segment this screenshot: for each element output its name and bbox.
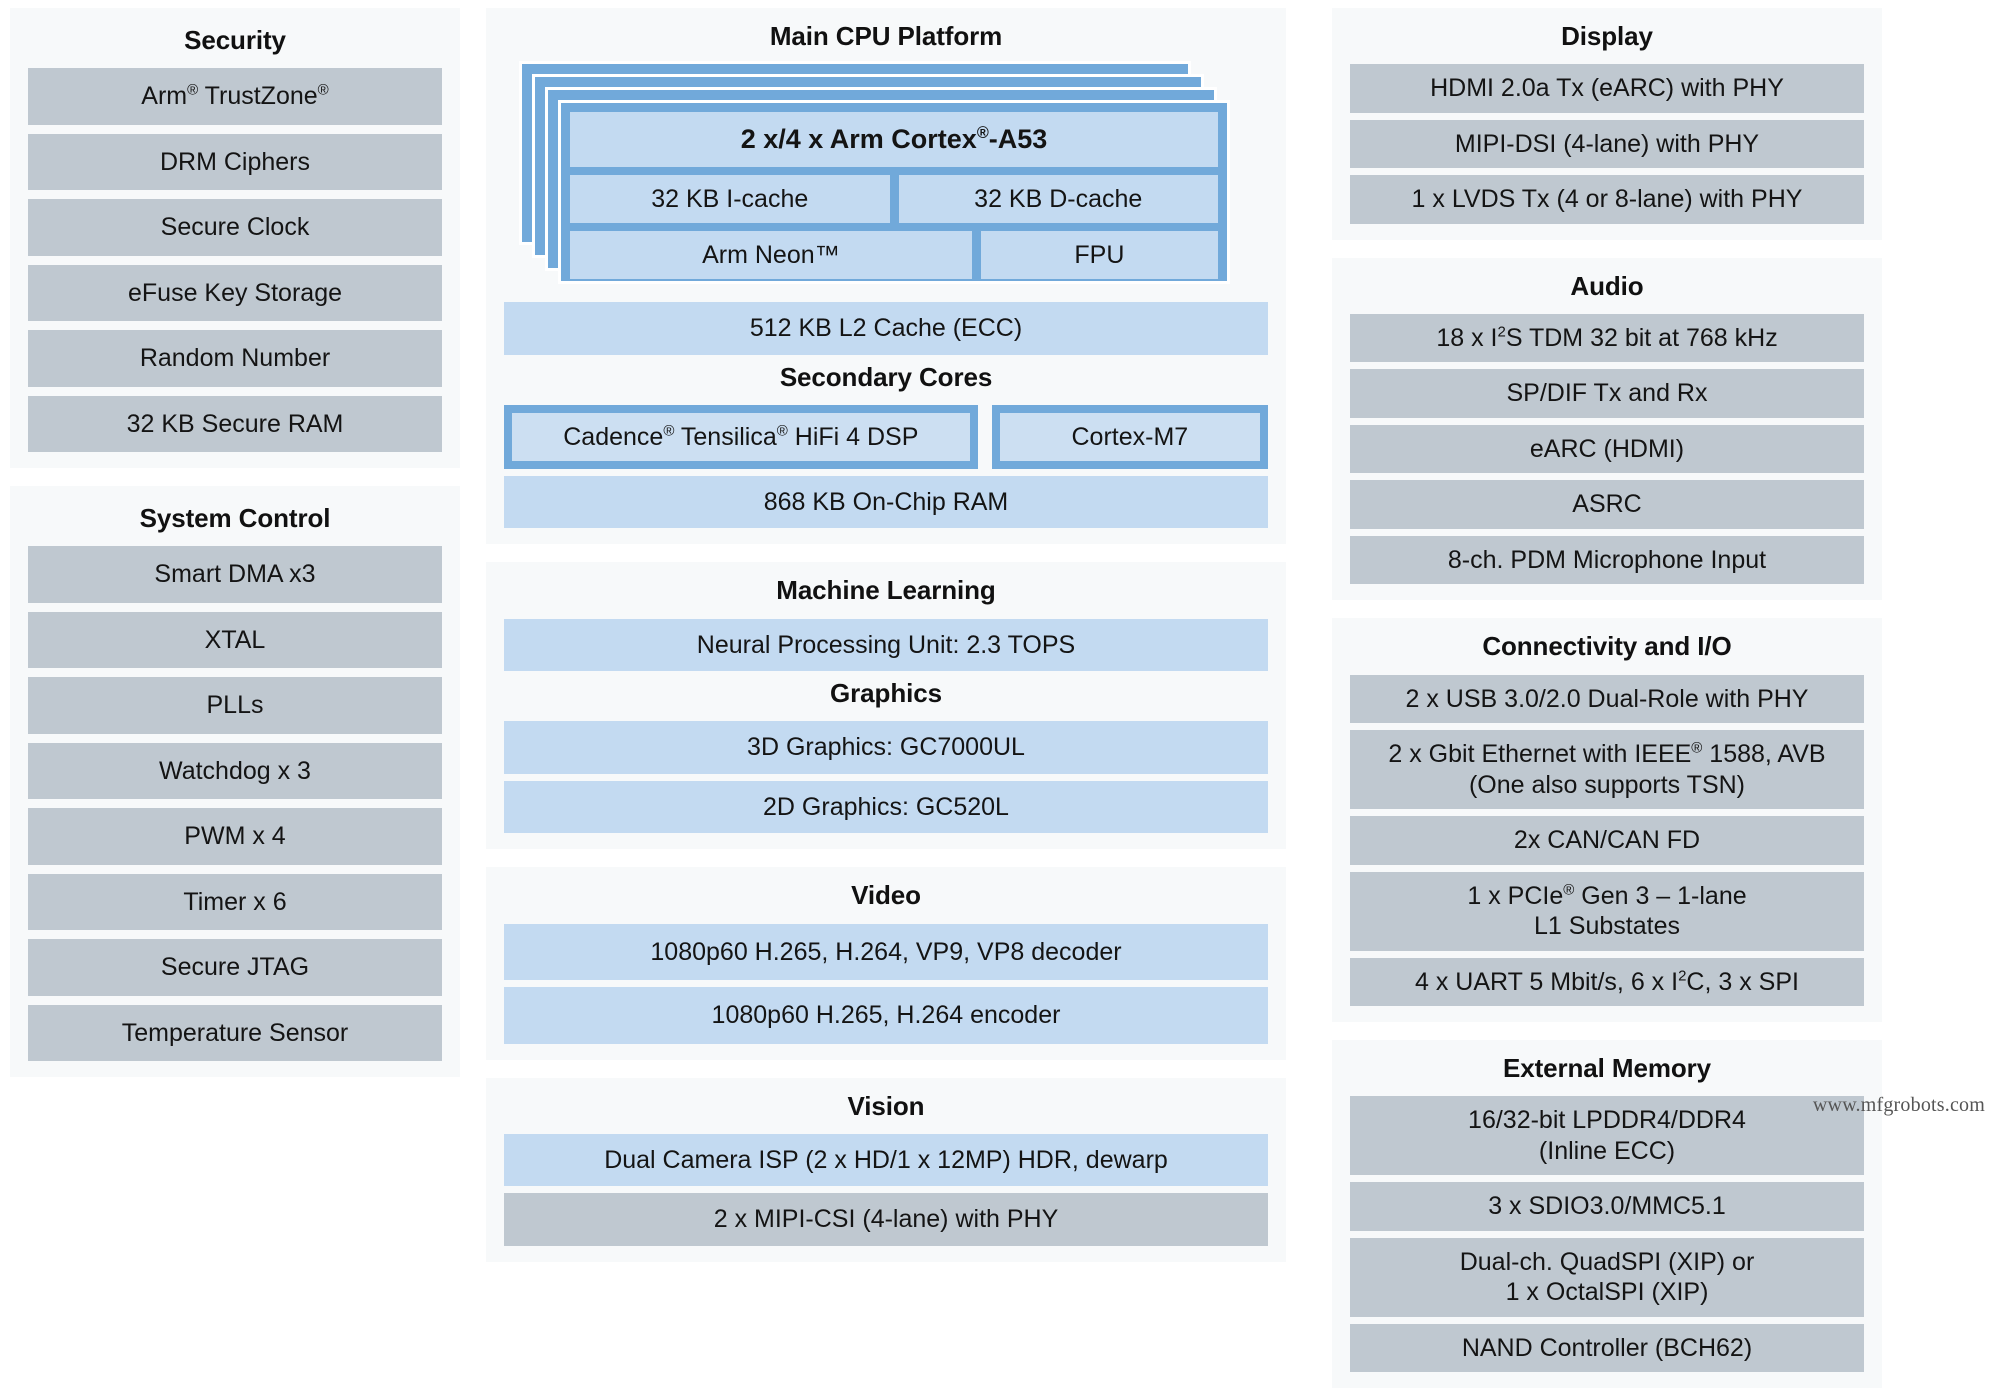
cpu-fpu: FPU bbox=[980, 230, 1218, 279]
cpu-core-header-label: 2 x/4 x Arm Cortex®-A53 bbox=[740, 124, 1048, 155]
cortex-m7-label: Cortex-M7 bbox=[999, 412, 1260, 461]
secondary-cores-title: Secondary Cores bbox=[779, 361, 993, 392]
system-control-item: Smart DMA x3 bbox=[28, 546, 442, 603]
system-control-item: PLLs bbox=[28, 677, 442, 734]
l2-cache-bar: 512 KB L2 Cache (ECC) bbox=[504, 302, 1268, 355]
video-item: 1080p60 H.265, H.264, VP9, VP8 decoder bbox=[504, 923, 1268, 981]
external-memory-item: 3 x SDIO3.0/MMC5.1 bbox=[1350, 1182, 1864, 1231]
security-item: Arm® TrustZone® bbox=[28, 68, 442, 125]
video-item: 1080p60 H.265, H.264 encoder bbox=[504, 987, 1268, 1044]
connectivity-item: 2x CAN/CAN FD bbox=[1350, 816, 1864, 865]
cpu-core-header: 2 x/4 x Arm Cortex®-A53 bbox=[570, 112, 1218, 167]
system-control-title: System Control bbox=[139, 503, 331, 534]
dsp-core-box: Cadence® Tensilica® HiFi 4 DSP bbox=[504, 404, 978, 469]
cpu-card-row: 32 KB I-cache 32 KB D-cache bbox=[570, 174, 1218, 223]
soc-block-diagram: Security Arm® TrustZone® DRM Ciphers Sec… bbox=[10, 8, 1985, 1388]
middle-column: Main CPU Platform 2 x/4 x Arm Cortex®-A5… bbox=[486, 8, 1286, 1262]
left-column: Security Arm® TrustZone® DRM Ciphers Sec… bbox=[10, 8, 460, 1125]
system-control-item: Secure JTAG bbox=[28, 939, 442, 996]
ml-graphics-panel: Machine Learning Neural Processing Unit:… bbox=[486, 562, 1286, 850]
graphics-title: Graphics bbox=[830, 678, 942, 709]
connectivity-panel: Connectivity and I/O 2 x USB 3.0/2.0 Dua… bbox=[1332, 618, 1882, 1023]
system-control-item: Timer x 6 bbox=[28, 873, 442, 931]
vision-item: 2 x MIPI-CSI (4-lane) with PHY bbox=[504, 1193, 1268, 1246]
system-control-panel: System Control Smart DMA x3 XTAL PLLs Wa… bbox=[10, 486, 460, 1078]
external-memory-item: NAND Controller (BCH62) bbox=[1350, 1323, 1864, 1373]
vision-item: Dual Camera ISP (2 x HD/1 x 12MP) HDR, d… bbox=[504, 1133, 1268, 1187]
machine-learning-title: Machine Learning bbox=[776, 575, 996, 606]
cpu-dcache: 32 KB D-cache bbox=[898, 174, 1218, 223]
watermark: www.mfgrobots.com bbox=[1812, 1094, 1985, 1116]
security-item: DRM Ciphers bbox=[28, 133, 442, 191]
npu-bar: Neural Processing Unit: 2.3 TOPS bbox=[504, 618, 1268, 672]
external-memory-title: External Memory bbox=[1502, 1053, 1712, 1084]
security-item: 32 KB Secure RAM bbox=[28, 395, 442, 453]
connectivity-item: 4 x UART 5 Mbit/s, 6 x I2C, 3 x SPI bbox=[1350, 957, 1864, 1007]
security-item: eFuse Key Storage bbox=[28, 264, 442, 322]
system-control-item: PWM x 4 bbox=[28, 808, 442, 865]
display-item: MIPI-DSI (4-lane) with PHY bbox=[1350, 119, 1864, 169]
display-panel: Display HDMI 2.0a Tx (eARC) with PHY MIP… bbox=[1332, 8, 1882, 240]
audio-item: SP/DIF Tx and Rx bbox=[1350, 369, 1864, 418]
main-cpu-panel: Main CPU Platform 2 x/4 x Arm Cortex®-A5… bbox=[486, 8, 1286, 545]
system-control-item: Temperature Sensor bbox=[28, 1004, 442, 1062]
display-title: Display bbox=[1561, 21, 1653, 51]
audio-item: ASRC bbox=[1350, 480, 1864, 529]
audio-item: eARC (HDMI) bbox=[1350, 424, 1864, 474]
security-item-label: Arm® TrustZone® bbox=[141, 81, 329, 111]
audio-panel: Audio 18 x I2S TDM 32 bit at 768 kHz SP/… bbox=[1332, 257, 1882, 601]
cpu-icache: 32 KB I-cache bbox=[570, 174, 890, 223]
vision-panel: Vision Dual Camera ISP (2 x HD/1 x 12MP)… bbox=[486, 1077, 1286, 1262]
system-control-item: XTAL bbox=[28, 611, 442, 669]
external-memory-item: Dual-ch. QuadSPI (XIP) or 1 x OctalSPI (… bbox=[1350, 1237, 1864, 1317]
display-item: HDMI 2.0a Tx (eARC) with PHY bbox=[1350, 64, 1864, 113]
dsp-core-label: Cadence® Tensilica® HiFi 4 DSP bbox=[512, 412, 970, 461]
system-control-item: Watchdog x 3 bbox=[28, 742, 442, 800]
security-panel: Security Arm® TrustZone® DRM Ciphers Sec… bbox=[10, 8, 460, 469]
connectivity-item: 2 x Gbit Ethernet with IEEE® 1588, AVB(O… bbox=[1350, 730, 1864, 810]
video-title: Video bbox=[851, 880, 921, 911]
cpu-card-row: Arm Neon™ FPU bbox=[570, 230, 1218, 279]
cpu-core-stack: 2 x/4 x Arm Cortex®-A53 32 KB I-cache 32… bbox=[522, 64, 1268, 294]
secondary-cores-row: Cadence® Tensilica® HiFi 4 DSP Cortex-M7 bbox=[504, 404, 1268, 469]
cpu-core-card: 2 x/4 x Arm Cortex®-A53 32 KB I-cache 32… bbox=[561, 103, 1227, 282]
audio-item: 8-ch. PDM Microphone Input bbox=[1350, 535, 1864, 585]
cortex-m7-box: Cortex-M7 bbox=[991, 404, 1268, 469]
external-memory-panel: External Memory 16/32-bit LPDDR4/DDR4 (I… bbox=[1332, 1040, 1882, 1388]
security-item: Secure Clock bbox=[28, 199, 442, 256]
graphics-item: 3D Graphics: GC7000UL bbox=[504, 721, 1268, 774]
security-item: Random Number bbox=[28, 330, 442, 387]
audio-title: Audio bbox=[1570, 270, 1644, 301]
video-panel: Video 1080p60 H.265, H.264, VP9, VP8 dec… bbox=[486, 867, 1286, 1060]
graphics-item: 2D Graphics: GC520L bbox=[504, 780, 1268, 834]
display-item: 1 x LVDS Tx (4 or 8-lane) with PHY bbox=[1350, 175, 1864, 224]
cpu-neon: Arm Neon™ bbox=[570, 230, 972, 279]
audio-item: 18 x I2S TDM 32 bit at 768 kHz bbox=[1350, 313, 1864, 363]
connectivity-title: Connectivity and I/O bbox=[1482, 631, 1732, 662]
right-column: Display HDMI 2.0a Tx (eARC) with PHY MIP… bbox=[1332, 8, 1882, 1388]
security-title: Security bbox=[184, 25, 286, 55]
cpu-card-row: 2 x/4 x Arm Cortex®-A53 bbox=[570, 112, 1218, 167]
external-memory-item: 16/32-bit LPDDR4/DDR4 (Inline ECC) bbox=[1350, 1096, 1864, 1176]
connectivity-item: 2 x USB 3.0/2.0 Dual-Role with PHY bbox=[1350, 674, 1864, 724]
on-chip-ram-bar: 868 KB On-Chip RAM bbox=[504, 475, 1268, 529]
vision-title: Vision bbox=[847, 1090, 925, 1121]
main-cpu-title: Main CPU Platform bbox=[769, 21, 1003, 51]
